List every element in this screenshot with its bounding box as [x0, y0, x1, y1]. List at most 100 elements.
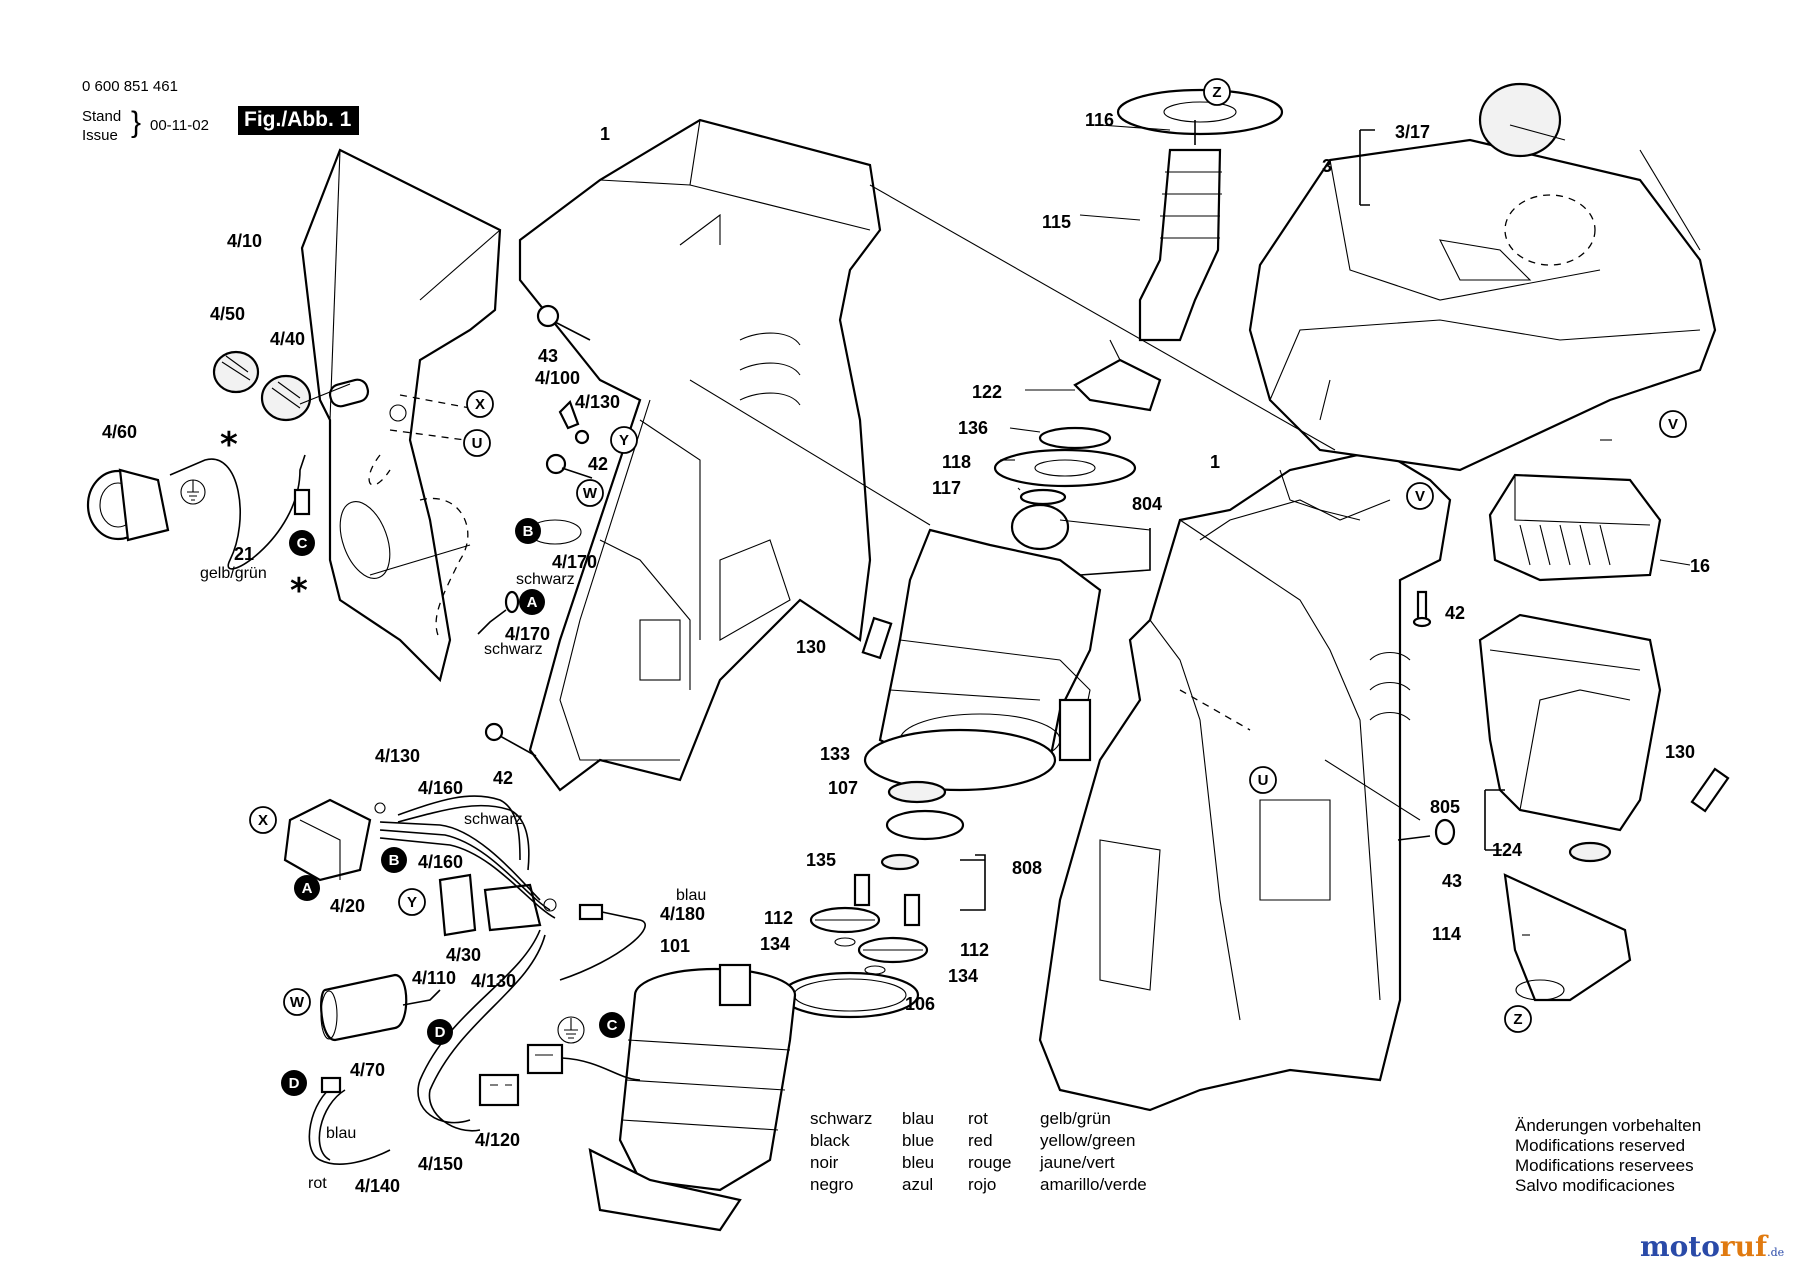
connector-B-filled-icon: B: [381, 847, 407, 873]
callout-4-170-b: 4/170: [505, 624, 550, 644]
legend-cell: schwarz: [810, 1109, 873, 1128]
callout-4-130-top: 4/130: [575, 392, 620, 412]
screw-parts-left: [477, 304, 593, 757]
callout-4-40: 4/40: [270, 329, 305, 349]
svg-text:D: D: [435, 1024, 446, 1041]
issue-label: Issue: [82, 127, 118, 144]
callout-43-right: 43: [1442, 871, 1462, 891]
svg-text:U: U: [472, 435, 483, 452]
screw-130: [861, 616, 893, 660]
notice-line: Salvo modificaciones: [1515, 1176, 1675, 1195]
callout-136: 136: [958, 418, 988, 438]
issue-date: 00-11-02: [150, 117, 209, 134]
callout-4-60: 4/60: [102, 422, 137, 442]
motor-part: [588, 963, 797, 1232]
connector-V-open-icon: V: [1406, 482, 1434, 510]
capacitor-part: [320, 973, 441, 1042]
legend-cell: amarillo/verde: [1040, 1175, 1147, 1194]
svg-text:D: D: [289, 1075, 300, 1092]
svg-text:C: C: [297, 535, 308, 552]
connector-C-filled-icon: C: [599, 1012, 625, 1038]
callout-16: 16: [1690, 556, 1710, 576]
callouts: 1 1 3 3/17 4/10 4/50 4/40 4/60 21 43 4/1…: [102, 110, 1710, 1196]
legend-cell: blau: [902, 1109, 935, 1128]
wire-label-schwarz-b: schwarz: [484, 641, 543, 658]
connector-U-open-icon: U: [1249, 766, 1277, 794]
motor-housing-part: [878, 503, 1102, 782]
connector-A-filled-icon: A: [294, 875, 320, 901]
callout-4-50: 4/50: [210, 304, 245, 324]
svg-text:X: X: [258, 812, 268, 829]
callout-805: 805: [1430, 797, 1460, 817]
connector-X-open-icon: X: [466, 390, 494, 418]
filter-part: [1488, 473, 1662, 582]
washer-parts: [993, 426, 1137, 506]
svg-text:Z: Z: [1212, 84, 1221, 101]
callout-112-left: 112: [764, 908, 793, 928]
legend-cell: gelb/grün: [1040, 1109, 1111, 1128]
wire-label-rot: rot: [308, 1175, 327, 1192]
svg-text:A: A: [302, 880, 313, 897]
wire-label-blau-a: blau: [676, 887, 706, 904]
callout-4-180: 4/180: [660, 904, 705, 924]
callout-135: 135: [806, 850, 836, 870]
legend-cell: blue: [902, 1131, 935, 1150]
svg-text:Y: Y: [407, 894, 417, 911]
connector-W-open-icon: W: [283, 988, 311, 1016]
callout-117: 117: [932, 478, 961, 498]
callout-124: 124: [1492, 840, 1522, 860]
asterisk-icon: *: [220, 425, 238, 465]
callout-3-17: 3/17: [1395, 122, 1430, 142]
callout-4-10: 4/10: [227, 231, 262, 251]
connector-C-filled-icon: C: [289, 530, 315, 556]
callout-42-right: 42: [1445, 603, 1465, 623]
ground-symbol-icon: [557, 1016, 585, 1044]
main-housing-part: [518, 118, 882, 792]
connector-U-open-icon: U: [463, 429, 491, 457]
modifications-notice: Änderungen vorbehalten Modifications res…: [1515, 1116, 1701, 1196]
svg-text:W: W: [290, 994, 305, 1011]
terminal-block-parts: [478, 1043, 641, 1107]
callout-115: 115: [1042, 212, 1071, 232]
screw-parts-right: [1397, 590, 1730, 846]
right-housing-part: [1038, 448, 1452, 1112]
legend-col-red: rot red rouge rojo: [968, 1108, 1011, 1196]
legend-cell: rojo: [968, 1175, 997, 1194]
callout-808: 808: [1012, 858, 1042, 878]
wire-harness: [308, 795, 546, 1165]
callout-4-70: 4/70: [350, 1060, 385, 1080]
wire-label-gelb-gruen: gelb/grün: [200, 565, 267, 582]
callout-101: 101: [660, 936, 690, 956]
legend-cell: jaune/vert: [1040, 1153, 1115, 1172]
connector-B-filled-icon: B: [515, 518, 541, 544]
knob-parts: [212, 350, 407, 422]
callout-118: 118: [942, 452, 971, 472]
callout-4-120: 4/120: [475, 1130, 520, 1150]
legend-col-german: schwarz black noir negro: [810, 1108, 872, 1196]
assembly-lines: [369, 124, 1701, 936]
connector-D-filled-icon: D: [427, 1019, 453, 1045]
legend-cell: rouge: [968, 1153, 1012, 1172]
wire-label-schwarz-c: schwarz: [464, 811, 523, 828]
callout-4-30: 4/30: [446, 945, 481, 965]
connector-D-filled-icon: D: [281, 1070, 307, 1096]
figure-badge: Fig./Abb. 1: [238, 106, 360, 135]
callout-122: 122: [972, 382, 1002, 402]
funnel-part: [1503, 841, 1632, 1002]
connector-Z-open-icon: Z: [1203, 78, 1231, 106]
legend-col-yellow-green: gelb/grün yellow/green jaune/vert amaril…: [1040, 1108, 1147, 1196]
part-number: 0 600 851 461: [82, 78, 178, 95]
connector-X-open-icon: X: [249, 806, 277, 834]
legend-cell: noir: [810, 1153, 839, 1172]
callout-134-left: 134: [760, 934, 790, 954]
connector-Y-open-icon: Y: [610, 426, 638, 454]
callout-1-right: 1: [1210, 452, 1220, 472]
brace-icon: }: [131, 106, 142, 139]
callout-130-right: 130: [1665, 742, 1695, 762]
callout-130-left: 130: [796, 637, 826, 657]
connector-Z-open-icon: Z: [1504, 1005, 1532, 1033]
callout-116: 116: [1085, 110, 1114, 130]
callout-42-a: 42: [588, 454, 608, 474]
wire-label-blau-b: blau: [326, 1125, 356, 1142]
